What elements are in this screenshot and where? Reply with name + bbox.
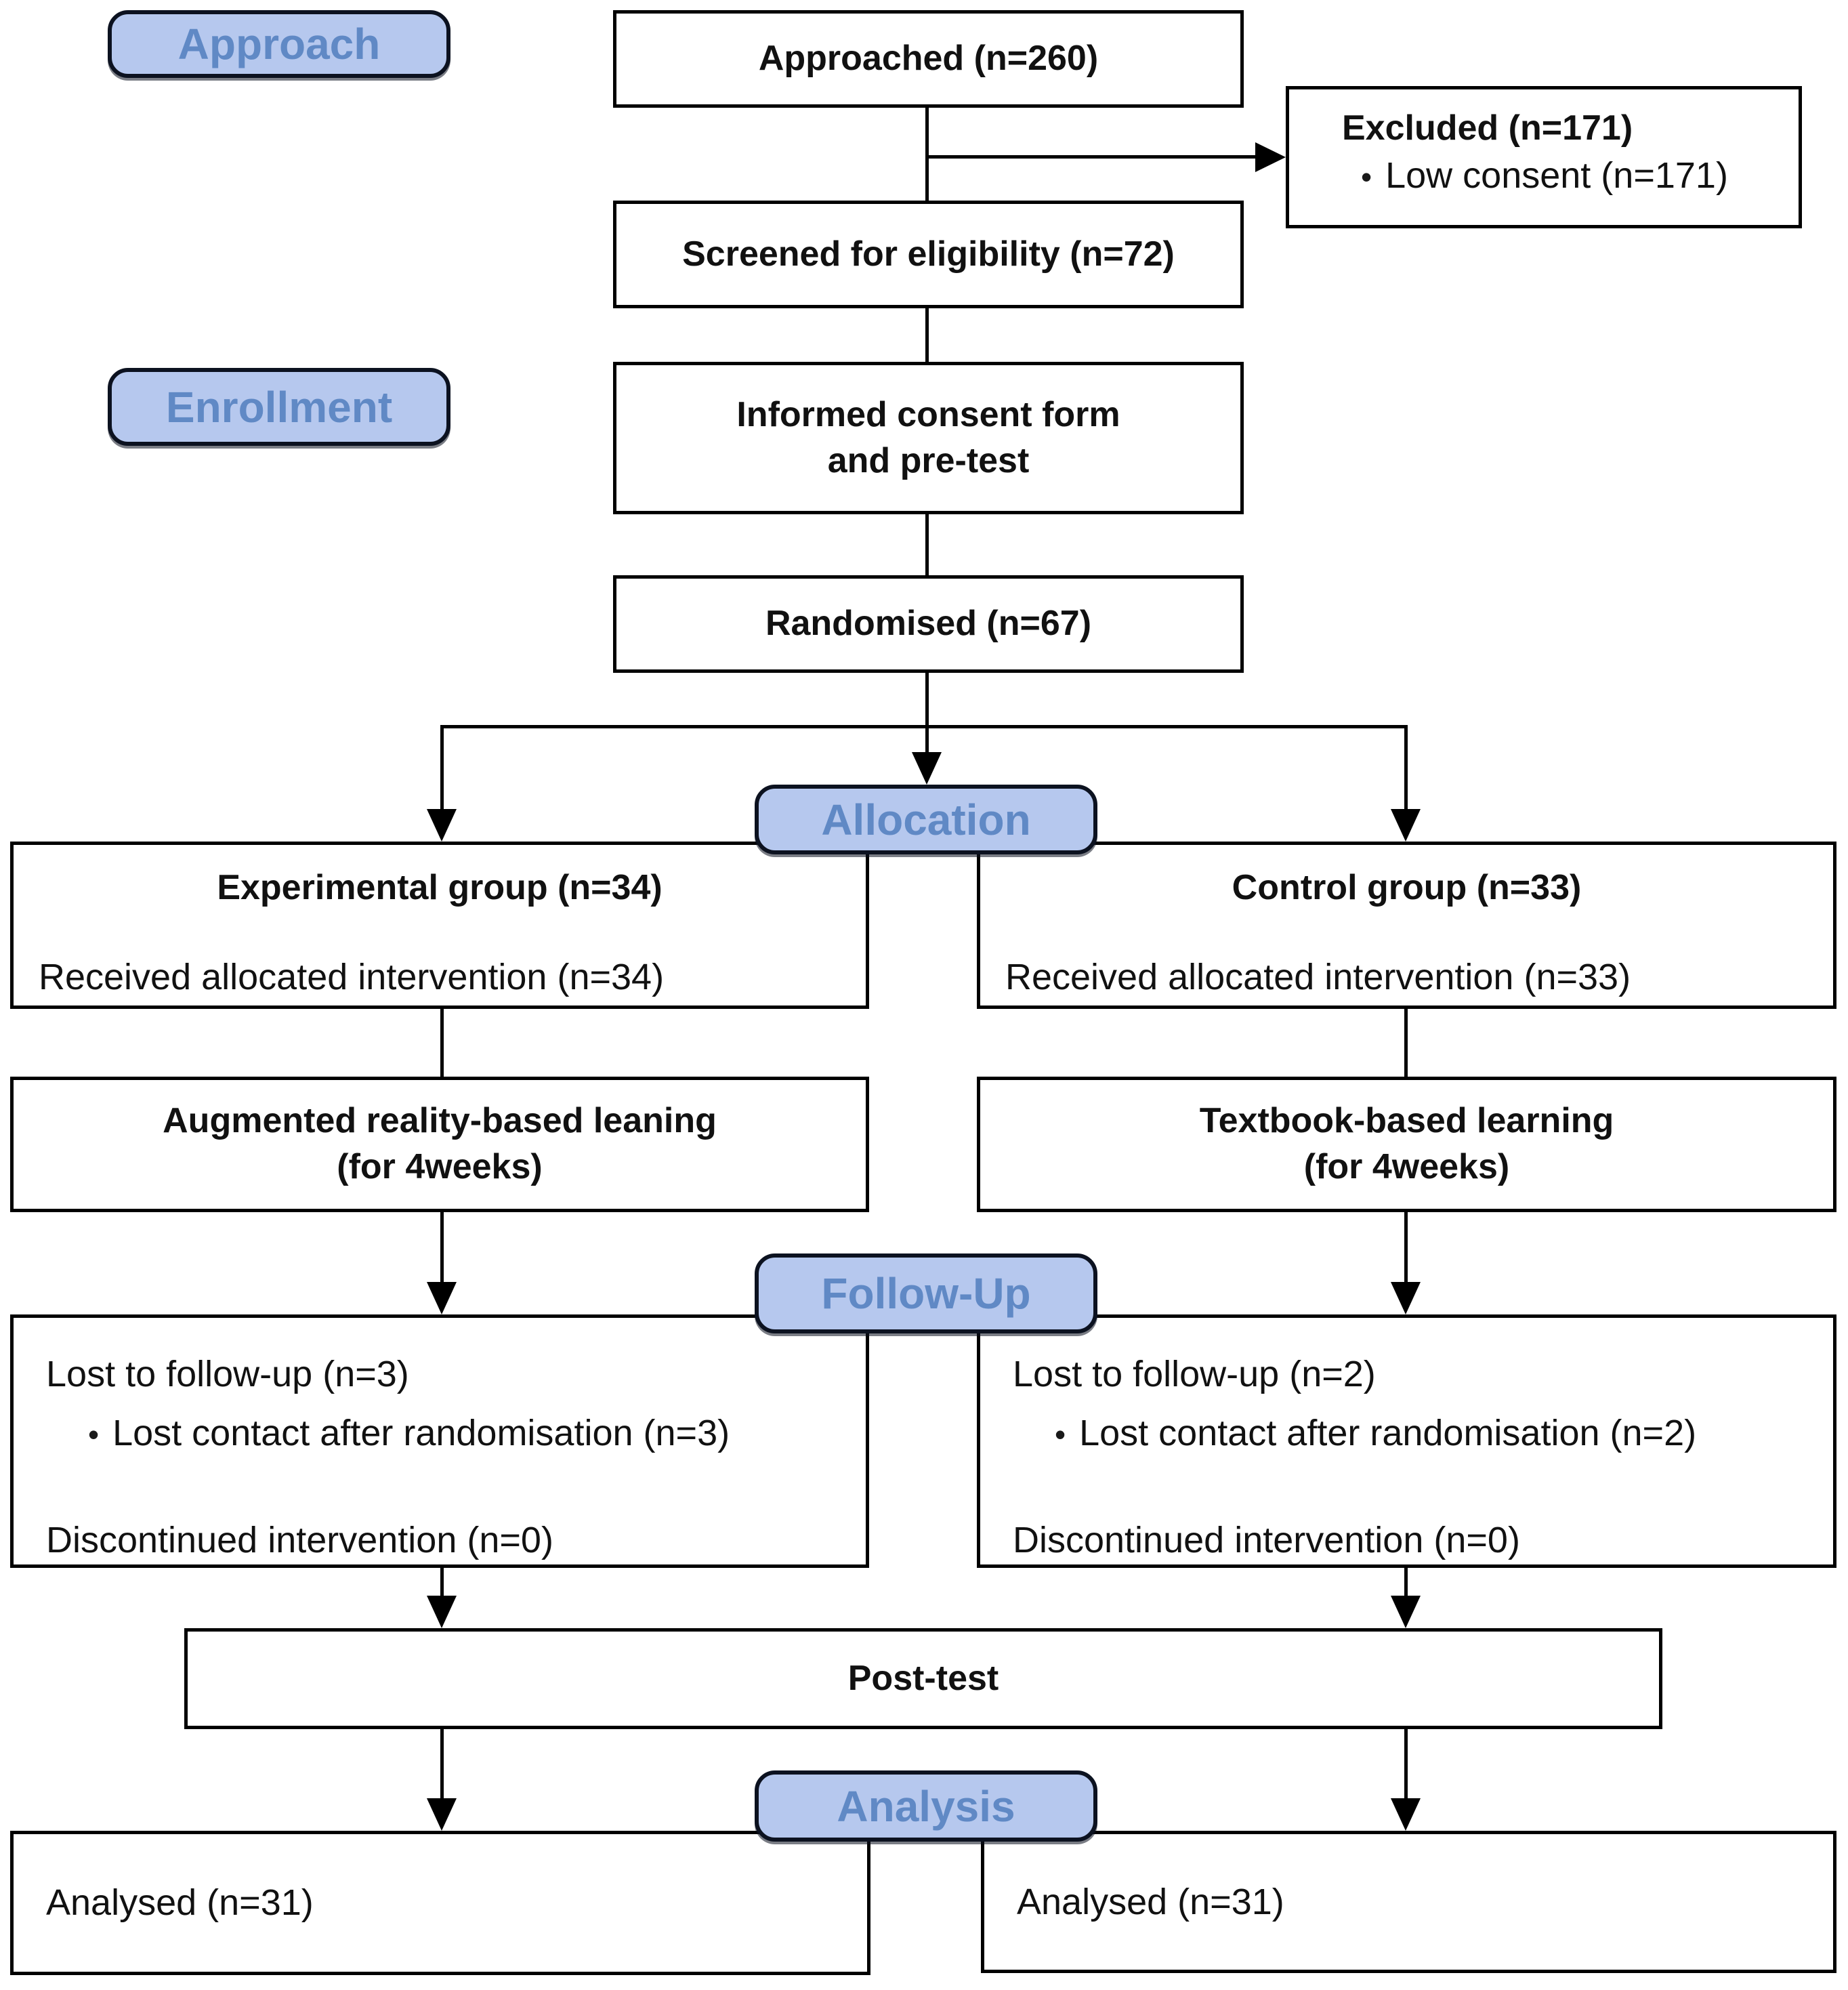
- connector-split-control: [1404, 725, 1408, 810]
- connector-control-textbook: [1404, 1009, 1408, 1078]
- excluded-bullet-line: • Low consent (n=171): [1342, 152, 1785, 199]
- box-ar-learning: Augmented reality-based leaning (for 4we…: [10, 1077, 869, 1212]
- textbook-line2: (for 4weeks): [1303, 1147, 1510, 1186]
- bullet-icon: •: [1361, 159, 1372, 194]
- arrowhead-posttest-right-icon: [1391, 1596, 1421, 1628]
- box-analysed-left: Analysed (n=31): [10, 1831, 870, 1975]
- connector-textbook-lost: [1404, 1212, 1408, 1284]
- lost-right-bullet-line: • Lost contact after randomisation (n=2): [1013, 1404, 1820, 1463]
- experimental-body: Received allocated intervention (n=34): [39, 956, 665, 997]
- box-approached: Approached (n=260): [613, 10, 1244, 108]
- stage-label-followup: Follow-Up: [755, 1253, 1097, 1333]
- informed-line2: and pre-test: [827, 440, 1030, 480]
- arrowhead-experimental-icon: [427, 809, 457, 842]
- connector-lost-posttest-left: [440, 1568, 444, 1598]
- connector-split-experimental: [440, 725, 444, 810]
- connector-ar-lost: [440, 1212, 444, 1284]
- box-experimental-group: Experimental group (n=34) Received alloc…: [10, 842, 869, 1009]
- bullet-icon: •: [1055, 1417, 1066, 1453]
- connector-split-horizontal: [440, 725, 1408, 728]
- stage-label-approach: Approach: [108, 10, 450, 78]
- connector-screened-informed: [925, 308, 929, 364]
- connector-posttest-analysed-left: [440, 1729, 444, 1800]
- textbook-line1: Textbook-based learning: [1199, 1101, 1614, 1141]
- box-lost-followup-right: Lost to follow-up (n=2) • Lost contact a…: [977, 1314, 1836, 1568]
- box-informed-consent: Informed consent form and pre-test: [613, 362, 1244, 514]
- lost-right-line3: Discontinued intervention (n=0): [1013, 1519, 1520, 1560]
- arrowhead-lost-right-icon: [1391, 1282, 1421, 1314]
- arrowhead-analysed-left-icon: [427, 1798, 457, 1831]
- box-lost-followup-left: Lost to follow-up (n=3) • Lost contact a…: [10, 1314, 869, 1568]
- box-screened: Screened for eligibility (n=72): [613, 201, 1244, 308]
- box-randomised: Randomised (n=67): [613, 575, 1244, 673]
- connector-lost-posttest-right: [1404, 1568, 1408, 1598]
- stage-label-enrollment: Enrollment: [108, 368, 450, 446]
- posttest-text: Post-test: [847, 1658, 999, 1698]
- arrowhead-allocation-icon: [912, 752, 942, 785]
- analysed-right-text: Analysed (n=31): [1017, 1881, 1284, 1922]
- arrowhead-control-icon: [1391, 809, 1421, 842]
- arrowhead-excluded-icon: [1255, 142, 1286, 172]
- blank-line: [1013, 1464, 1820, 1511]
- lost-right-line1: Lost to follow-up (n=2): [1013, 1354, 1376, 1394]
- connector-randomised-split: [925, 673, 929, 727]
- analysed-left-text: Analysed (n=31): [46, 1882, 314, 1924]
- experimental-title: Experimental group (n=34): [217, 868, 663, 907]
- connector-posttest-analysed-right: [1404, 1729, 1408, 1800]
- bullet-icon: •: [88, 1417, 100, 1453]
- box-textbook-learning: Textbook-based learning (for 4weeks): [977, 1077, 1836, 1212]
- excluded-bullet-text: Low consent (n=171): [1385, 154, 1728, 196]
- excluded-title: Excluded (n=171): [1342, 108, 1633, 148]
- arrowhead-posttest-left-icon: [427, 1596, 457, 1628]
- lost-left-bullet-line: • Lost contact after randomisation (n=3): [46, 1404, 852, 1463]
- ar-line1: Augmented reality-based leaning: [163, 1101, 717, 1141]
- ar-line2: (for 4weeks): [337, 1147, 543, 1186]
- stage-label-analysis: Analysis: [755, 1770, 1097, 1842]
- informed-line1: Informed consent form: [736, 394, 1120, 434]
- lost-right-bullet-text: Lost contact after randomisation (n=2): [1079, 1413, 1697, 1454]
- control-body: Received allocated intervention (n=33): [1005, 956, 1631, 997]
- lost-left-line3: Discontinued intervention (n=0): [46, 1519, 553, 1560]
- connector-informed-randomised: [925, 514, 929, 577]
- arrowhead-lost-left-icon: [427, 1282, 457, 1314]
- connector-branch-excluded: [925, 155, 1259, 159]
- randomised-text: Randomised (n=67): [765, 604, 1092, 644]
- lost-left-line1: Lost to follow-up (n=3): [46, 1354, 409, 1394]
- box-control-group: Control group (n=33) Received allocated …: [977, 842, 1836, 1009]
- connector-split-allocation: [925, 725, 929, 755]
- approached-text: Approached (n=260): [758, 39, 1099, 79]
- arrowhead-analysed-right-icon: [1391, 1798, 1421, 1831]
- screened-text: Screened for eligibility (n=72): [682, 234, 1175, 274]
- box-analysed-right: Analysed (n=31): [981, 1831, 1836, 1973]
- connector-experimental-ar: [440, 1009, 444, 1078]
- blank-line: [46, 1464, 852, 1511]
- control-title: Control group (n=33): [1232, 868, 1582, 907]
- box-excluded: Excluded (n=171) • Low consent (n=171): [1286, 86, 1802, 228]
- stage-label-allocation: Allocation: [755, 785, 1097, 854]
- box-posttest: Post-test: [184, 1628, 1662, 1729]
- lost-left-bullet-text: Lost contact after randomisation (n=3): [112, 1413, 730, 1454]
